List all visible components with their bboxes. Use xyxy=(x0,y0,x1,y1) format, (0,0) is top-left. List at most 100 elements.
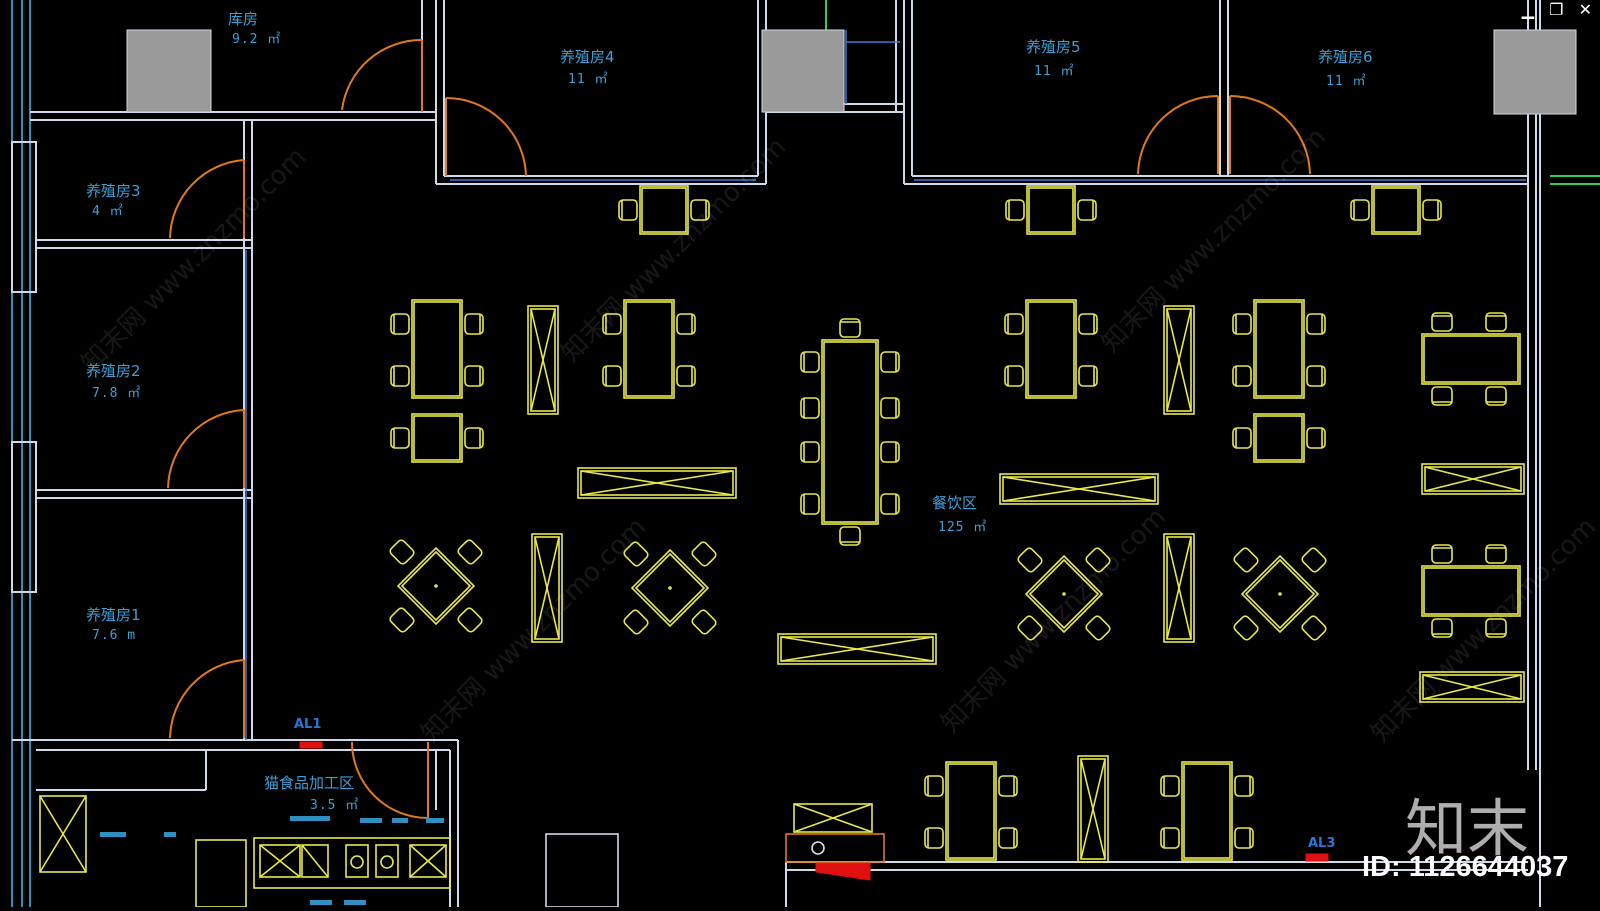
chair xyxy=(457,607,483,633)
chair xyxy=(1485,386,1507,406)
dining-table xyxy=(602,299,696,399)
chair xyxy=(1017,615,1043,641)
chair xyxy=(1232,427,1252,449)
partition-planter xyxy=(1419,671,1525,703)
room-label-breeding-2: 养殖房2 xyxy=(86,362,141,380)
chair xyxy=(880,397,900,419)
chair xyxy=(1160,775,1180,797)
dining-table xyxy=(1421,312,1521,406)
close-icon[interactable]: ✕ xyxy=(1578,0,1592,19)
partition-planter xyxy=(1421,463,1525,495)
chair xyxy=(676,365,696,387)
partition-planter xyxy=(527,305,559,415)
chair xyxy=(1431,544,1453,564)
panel-label-al1: AL1 xyxy=(294,717,322,732)
chair xyxy=(1431,618,1453,638)
room-area-breeding-4: 11 ㎡ xyxy=(568,72,609,87)
room-label-storage: 库房 xyxy=(228,10,259,28)
dining-table xyxy=(924,761,1018,861)
chair xyxy=(1233,615,1259,641)
minimize-icon[interactable]: ▁ xyxy=(1521,0,1535,19)
partition-planter xyxy=(1163,305,1195,415)
chair xyxy=(1301,615,1327,641)
partition-planter xyxy=(1163,533,1195,643)
room-label-breeding-4: 养殖房4 xyxy=(560,48,615,66)
dining-table xyxy=(1421,544,1521,638)
doors xyxy=(167,38,1311,819)
chair xyxy=(1301,547,1327,573)
chair xyxy=(800,441,820,463)
chair xyxy=(1232,365,1252,387)
chair xyxy=(602,365,622,387)
dining-table xyxy=(1232,413,1326,463)
blue-guide-lines xyxy=(245,30,1526,740)
room-label-breeding-1: 养殖房1 xyxy=(86,606,141,624)
room-label-breeding-6: 养殖房6 xyxy=(1318,48,1373,66)
room-label-breeding-3: 养殖房3 xyxy=(86,182,141,200)
room-area-breeding-1: 7.6 m xyxy=(92,628,137,643)
room-area-breeding-3: 4 ㎡ xyxy=(92,204,124,219)
restore-icon[interactable]: ❐ xyxy=(1549,0,1564,19)
chair xyxy=(839,318,861,338)
left-glass-wall xyxy=(11,0,31,907)
partition-planter xyxy=(1077,755,1109,863)
room-area-breeding-5: 11 ㎡ xyxy=(1034,64,1075,79)
chair xyxy=(676,313,696,335)
chair xyxy=(1306,313,1326,335)
chair xyxy=(1422,199,1442,221)
chair xyxy=(1078,365,1098,387)
dining-furniture xyxy=(389,185,1525,863)
chair xyxy=(623,541,649,567)
chair xyxy=(1004,365,1024,387)
watermark-logo: 知末 xyxy=(1405,792,1530,865)
chair xyxy=(880,351,900,373)
chair xyxy=(1160,827,1180,849)
chair xyxy=(1005,199,1025,221)
chair xyxy=(998,827,1018,849)
chair xyxy=(464,365,484,387)
chair xyxy=(1350,199,1370,221)
chair xyxy=(1085,547,1111,573)
chair xyxy=(1485,544,1507,564)
chair xyxy=(1085,615,1111,641)
room-label-breeding-5: 养殖房5 xyxy=(1026,38,1081,56)
panel-label-al3: AL3 xyxy=(1308,836,1336,851)
chair xyxy=(1234,827,1254,849)
room-area-cat-food: 3.5 ㎡ xyxy=(310,798,360,813)
chair xyxy=(457,539,483,565)
kitchen-equipment xyxy=(39,795,885,908)
diamond-table xyxy=(1233,547,1327,641)
chair xyxy=(1485,312,1507,332)
chair xyxy=(390,313,410,335)
chair xyxy=(1017,547,1043,573)
room-label-cat-food: 猫食品加工区 xyxy=(264,774,355,792)
right-green-lines xyxy=(825,0,1600,185)
chair xyxy=(880,441,900,463)
chair xyxy=(880,493,900,515)
chair xyxy=(1431,312,1453,332)
chair xyxy=(1485,618,1507,638)
chair xyxy=(1234,775,1254,797)
dining-table xyxy=(1004,299,1098,399)
walls xyxy=(12,0,1541,907)
dining-table xyxy=(390,413,484,463)
partition-planter xyxy=(531,533,563,643)
chair xyxy=(924,775,944,797)
chair xyxy=(390,365,410,387)
partition-planter xyxy=(577,467,737,499)
chair xyxy=(464,427,484,449)
dining-table xyxy=(618,185,710,235)
room-area-breeding-2: 7.8 ㎡ xyxy=(92,386,142,401)
chair xyxy=(800,397,820,419)
chair xyxy=(1077,199,1097,221)
dining-table xyxy=(800,318,900,546)
chair xyxy=(618,199,638,221)
chair xyxy=(691,609,717,635)
chair xyxy=(800,351,820,373)
chair xyxy=(602,313,622,335)
left-window-frames xyxy=(11,141,37,593)
room-area-storage: 9.2 ㎡ xyxy=(232,32,282,47)
chair xyxy=(1233,547,1259,573)
chair xyxy=(1004,313,1024,335)
